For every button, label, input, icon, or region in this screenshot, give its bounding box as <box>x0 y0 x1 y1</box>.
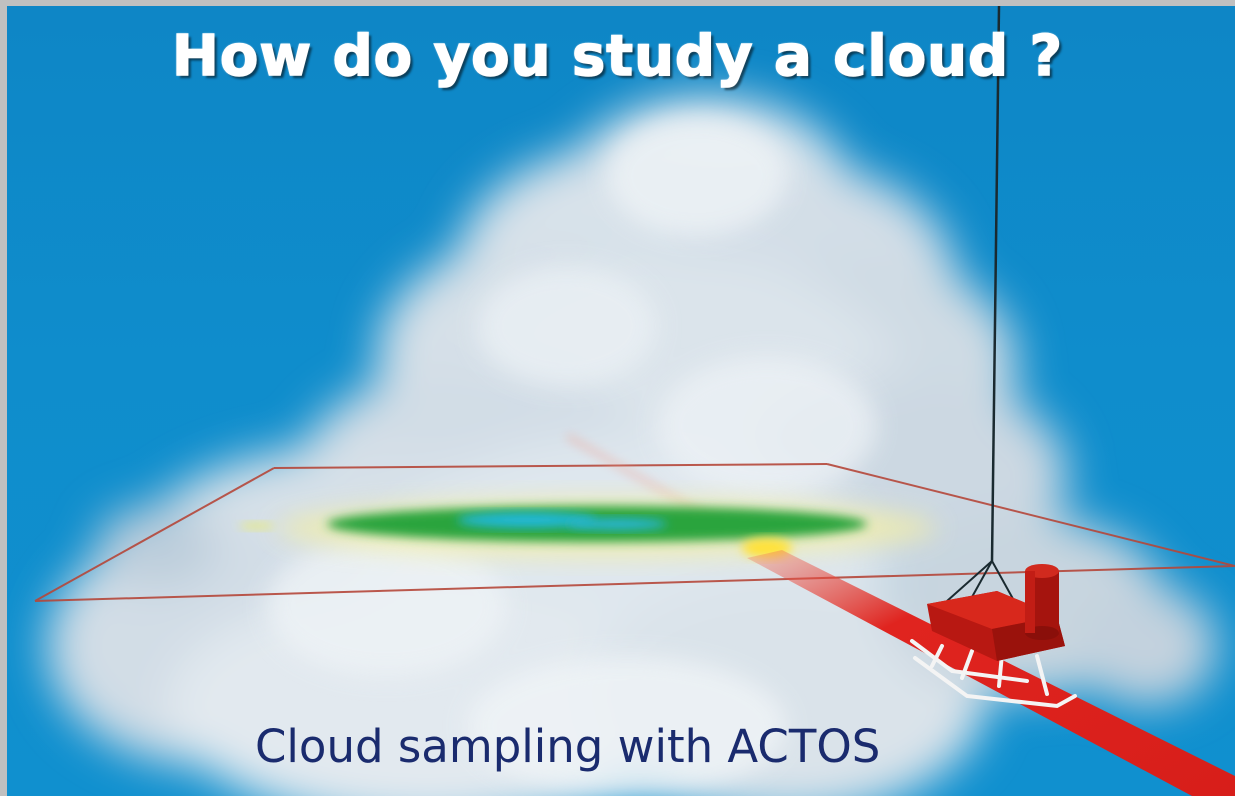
tether-line <box>990 6 1001 562</box>
cloud-scene-graphic <box>34 6 1235 796</box>
actos-payload <box>910 564 1077 709</box>
slide-caption: Cloud sampling with ACTOS <box>255 720 881 773</box>
measurement-slice <box>239 498 937 558</box>
flight-path <box>747 550 1235 796</box>
slide-title: How do you study a cloud ? <box>171 23 1064 90</box>
cloud-illustration: How do you study a cloud ? Cloud samplin… <box>7 6 1235 796</box>
